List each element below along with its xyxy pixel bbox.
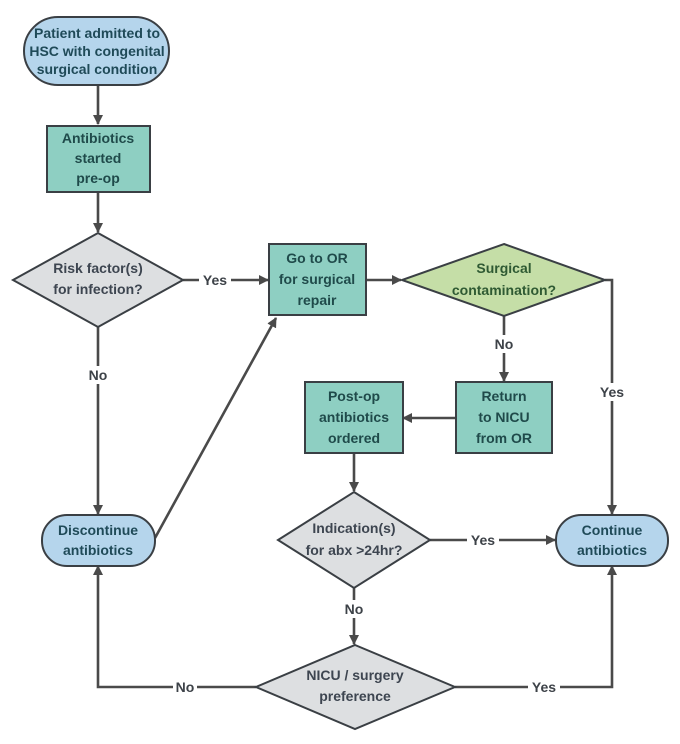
postop-abx-line-2: antibiotics [319,409,389,425]
node-go-or: Go to OR for surgical repair [268,243,367,316]
discontinue-terminal-shape [41,514,156,567]
label-preference-yes: Yes [532,679,556,695]
discontinue-line-2: antibiotics [63,542,133,558]
node-contamination: Surgical contamination? [398,242,608,318]
preference-decision-shape [253,643,458,731]
preference-line-2: preference [319,688,391,704]
continue-line-1: Continue [582,522,643,538]
return-nicu-line-2: to NICU [478,409,529,425]
indication-line-2: for abx >24hr? [306,542,403,558]
node-postop-abx: Post-op antibiotics ordered [304,381,404,454]
node-risk: Risk factor(s) for infection? [10,231,186,329]
contamination-line-1: Surgical [476,260,531,276]
return-nicu-line-1: Return [481,388,526,404]
preference-line-1: NICU / surgery [306,667,403,683]
abx-preop-line-3: pre-op [76,170,120,186]
risk-decision-shape [10,231,186,329]
edges [93,85,617,689]
abx-preop-line-2: started [75,150,122,166]
indication-line-1: Indication(s) [312,520,395,536]
node-indication: Indication(s) for abx >24hr? [276,490,432,590]
continue-terminal-shape [555,514,669,567]
start-terminal-shape [23,16,170,86]
risk-line-1: Risk factor(s) [53,260,142,276]
label-contamination-no: No [495,336,514,352]
label-risk-yes: Yes [203,272,227,288]
edge-preference-yes-to-continue [455,565,617,689]
abx-preop-process-shape [46,125,151,193]
edge-discontinue-to-go-or [153,317,278,539]
node-discontinue: Discontinue antibiotics [41,514,156,567]
risk-line-2: for infection? [53,281,142,297]
label-indication-yes: Yes [471,532,495,548]
edge-labels: Yes No No Yes Yes No No Yes [86,271,628,696]
contamination-decision-shape [398,242,608,318]
abx-preop-line-1: Antibiotics [62,130,135,146]
postop-abx-line-3: ordered [328,430,380,446]
start-line-3: surgical condition [37,61,158,77]
edge-preference-no-to-discontinue [93,565,256,689]
start-line-1: Patient admitted to [34,25,160,41]
indication-decision-shape [276,490,432,590]
start-line-2: HSC with congenital [29,43,164,59]
postop-abx-line-1: Post-op [328,388,380,404]
node-return-nicu: Return to NICU from OR [455,381,553,454]
go-or-line-1: Go to OR [286,250,347,266]
discontinue-line-1: Discontinue [58,522,138,538]
return-nicu-process-shape [455,381,553,454]
return-nicu-line-3: from OR [476,430,532,446]
contamination-line-2: contamination? [452,282,556,298]
continue-line-2: antibiotics [577,542,647,558]
node-abx-preop: Antibiotics started pre-op [46,125,151,193]
node-continue: Continue antibiotics [555,514,669,567]
node-start: Patient admitted to HSC with congenital … [23,16,170,86]
go-or-line-2: for surgical [279,271,355,287]
label-contamination-yes: Yes [600,384,624,400]
label-indication-no: No [345,601,364,617]
label-preference-no: No [176,679,195,695]
label-risk-no: No [89,367,108,383]
go-or-line-3: repair [298,292,337,308]
go-or-process-shape [268,243,367,316]
postop-abx-process-shape [304,381,404,454]
node-preference: NICU / surgery preference [253,643,458,731]
